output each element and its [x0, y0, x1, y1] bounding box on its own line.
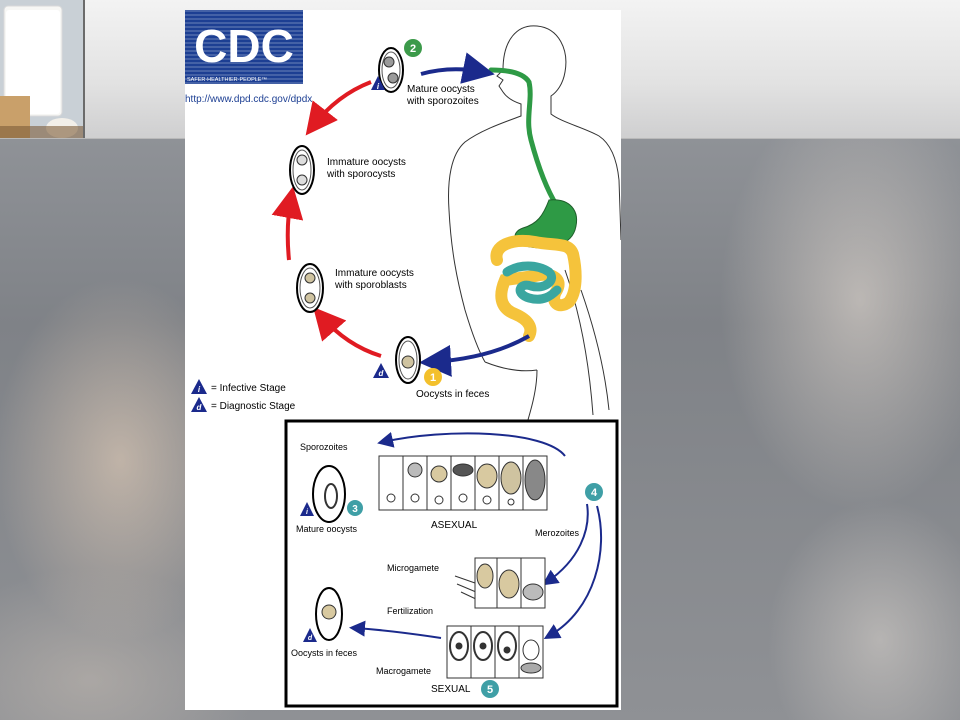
oocyst-in-feces: [395, 336, 421, 384]
inset-endogenous-cycle: Sporozoites i 3 Mature oocysts: [284, 419, 619, 708]
label-asexual: ASEXUAL: [431, 520, 478, 531]
logo-text: CDC: [194, 20, 294, 72]
source-url: http://www.dpd.cdc.gov/dpdx: [185, 94, 312, 105]
svg-text:2: 2: [410, 43, 416, 55]
svg-text:4: 4: [591, 487, 598, 499]
step-badge-1: [424, 368, 442, 386]
digestive-tract: [488, 67, 582, 342]
arrow-blue-excretion: [419, 334, 530, 377]
label-macrogamete: Macrogamete: [376, 666, 431, 676]
arrow-red-1: [305, 80, 372, 136]
svg-text:i: i: [198, 385, 201, 394]
immature-oocyst-sporoblasts: [296, 263, 324, 313]
infective-stage-icon: [371, 76, 385, 90]
svg-text:i: i: [306, 509, 309, 516]
legend-infective: = Infective Stage: [211, 383, 286, 394]
label-immature-sporocysts-1: Immature oocysts: [327, 157, 406, 168]
label-inset-mature-oocysts: Mature oocysts: [296, 524, 358, 534]
arrow-red-2: [271, 186, 304, 261]
arrow-blue-ingestion: [420, 52, 495, 84]
mature-oocyst: [378, 47, 404, 93]
immature-oocyst-sporocysts: [289, 145, 315, 195]
label-inset-oocysts-in-feces: Oocysts in feces: [291, 648, 358, 658]
label-immature-sporoblasts-1: Immature oocysts: [335, 268, 414, 279]
arrow-red-3: [313, 306, 382, 358]
label-immature-sporocysts-2: with sporocysts: [326, 169, 395, 180]
diagnostic-stage-icon: [373, 363, 389, 378]
svg-text:d: d: [308, 635, 313, 642]
svg-text:i: i: [377, 82, 380, 91]
label-fertilization: Fertilization: [387, 606, 433, 616]
label-oocysts-in-feces: Oocysts in feces: [416, 389, 489, 400]
label-sexual: SEXUAL: [431, 684, 471, 695]
logo-tagline: SAFER·HEALTHIER·PEOPLE™: [187, 77, 267, 83]
legend: i = Infective Stage d = Diagnostic Stage: [191, 379, 296, 412]
life-cycle-diagram: CDC SAFER·HEALTHIER·PEOPLE™ http://www.d…: [185, 10, 622, 710]
svg-text:3: 3: [352, 504, 358, 515]
asexual-cell-row: [378, 455, 548, 511]
label-mature-oocysts: Mature oocysts: [407, 84, 475, 95]
milk-photo: [0, 0, 85, 138]
svg-text:1: 1: [430, 372, 436, 384]
svg-text:5: 5: [487, 684, 493, 696]
cdc-logo: CDC SAFER·HEALTHIER·PEOPLE™: [185, 10, 303, 84]
legend-diagnostic: = Diagnostic Stage: [211, 401, 296, 412]
label-merozoites: Merozoites: [535, 528, 580, 538]
svg-text:d: d: [197, 403, 203, 412]
label-with-sporozoites: with sporozoites: [406, 96, 479, 107]
svg-text:d: d: [379, 369, 385, 378]
label-immature-sporoblasts-2: with sporoblasts: [334, 280, 407, 291]
label-sporozoites: Sporozoites: [300, 442, 348, 452]
step-badge-2: [404, 39, 422, 57]
label-microgamete: Microgamete: [387, 563, 439, 573]
